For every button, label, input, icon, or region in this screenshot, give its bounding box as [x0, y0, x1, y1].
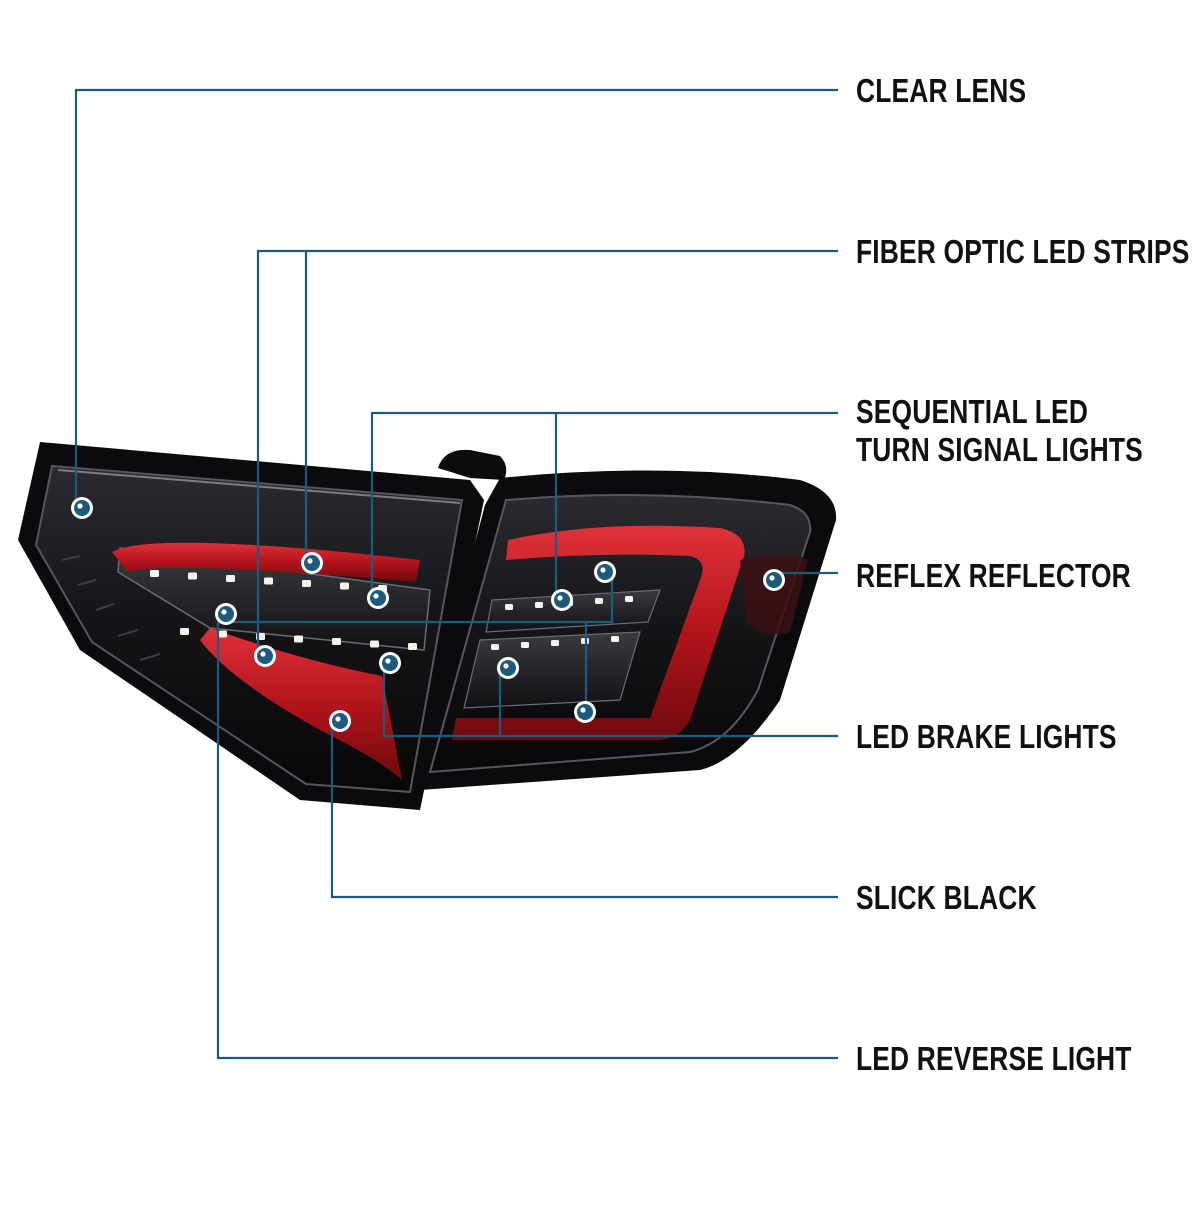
left-lens-ridges: [61, 555, 161, 661]
led-chip: [332, 638, 341, 645]
led-chip: [595, 598, 603, 604]
label-led-brake-lights: LED BRAKE LIGHTS: [856, 718, 1117, 756]
leader-line-connector: [218, 574, 614, 624]
led-chip: [611, 636, 619, 642]
callout-dot: [254, 645, 276, 667]
leader-lines: [74, 88, 838, 1060]
callout-dot: [367, 587, 389, 609]
label-reflex-reflector: REFLEX REFLECTOR: [856, 557, 1131, 595]
led-chip: [340, 582, 349, 590]
mounting-tab: [438, 449, 507, 480]
callout-dot: [215, 603, 237, 625]
label-clear-lens: CLEAR LENS: [856, 72, 1026, 110]
label-line: FIBER OPTIC LED STRIPS: [856, 233, 1190, 270]
led-chip: [408, 643, 417, 650]
leader-line-led-brake-lights: [382, 666, 838, 738]
led-chip: [625, 596, 633, 602]
led-chip: [226, 575, 235, 582]
label-line: LED BRAKE LIGHTS: [856, 718, 1117, 755]
led-chip: [551, 640, 559, 646]
led-chip: [180, 628, 189, 635]
label-fiber-optic-led-strips: FIBER OPTIC LED STRIPS: [856, 233, 1190, 271]
label-line: LED REVERSE LIGHT: [856, 1040, 1132, 1077]
label-line: REFLEX REFLECTOR: [856, 557, 1131, 594]
leader-line-sequential-led-turn-signal-lights: [370, 411, 838, 596]
led-chip: [505, 604, 513, 610]
led-chip: [150, 570, 159, 577]
right-led-array: [491, 596, 633, 650]
callout-dot: [71, 497, 93, 519]
led-chip: [188, 572, 197, 580]
led-chip: [491, 644, 499, 650]
callout-dot: [497, 657, 519, 679]
leader-line-fiber-optic-led-strips: [256, 249, 838, 654]
leader-line-led-reverse-light: [216, 618, 838, 1060]
led-chip: [521, 642, 529, 648]
led-chip: [302, 580, 311, 587]
callout-dot: [551, 589, 573, 611]
left-red-strip-upper: [112, 542, 420, 582]
led-chip: [294, 635, 303, 643]
led-chip: [535, 602, 543, 608]
callout-dot: [379, 652, 401, 674]
label-line: SEQUENTIAL LED: [856, 393, 1089, 430]
right-tail-light: [418, 470, 837, 790]
left-tail-light: [18, 442, 484, 810]
label-line: CLEAR LENS: [856, 72, 1027, 109]
label-slick-black: SLICK BLACK: [856, 879, 1037, 917]
leader-line-slick-black: [330, 722, 838, 899]
leader-line-connector: [558, 620, 588, 710]
left-red-strip-lower: [200, 628, 402, 780]
right-red-strip: [452, 525, 745, 740]
callout-dot: [301, 552, 323, 574]
callout-dot: [574, 701, 596, 723]
led-chip: [370, 640, 379, 648]
callout-dot: [329, 710, 351, 732]
callout-dots: [71, 497, 785, 732]
led-chip: [264, 577, 273, 585]
led-chip: [218, 630, 227, 638]
callout-dot: [594, 561, 616, 583]
label-line: TURN SIGNAL LIGHTS: [856, 431, 1143, 468]
label-line: SLICK BLACK: [856, 879, 1037, 916]
leader-line-clear-lens: [74, 88, 838, 508]
label-led-reverse-light: LED REVERSE LIGHT: [856, 1040, 1132, 1078]
callout-dot: [763, 569, 785, 591]
